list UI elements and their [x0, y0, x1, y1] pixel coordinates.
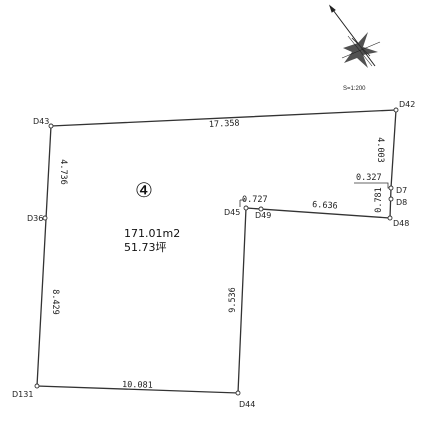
dimension-notch: 0.327 [356, 173, 382, 183]
dimension-left-lower: 8.429 [50, 289, 60, 315]
dimension-inner-vertical: 9.536 [228, 287, 238, 313]
point-label-d131: D131 [12, 390, 33, 399]
point-label-d36: D36 [27, 214, 43, 223]
lot-area-tsubo: 51.73坪 [124, 241, 167, 254]
scale-label: S=1:200 [343, 86, 366, 92]
point-marker-d49 [258, 206, 264, 212]
point-marker-d48 [387, 215, 393, 221]
point-label-d45: D45 [224, 208, 240, 217]
dimension-right-lower: 0.781 [374, 187, 384, 213]
point-marker-d131 [34, 383, 40, 389]
lot-area-m2: 171.01m2 [124, 227, 180, 240]
point-marker-d42 [393, 107, 399, 113]
dimension-bottom: 10.081 [122, 380, 153, 391]
dimension-inner-top: 6.636 [312, 200, 338, 212]
notch-detail [354, 182, 391, 189]
lot-number: ④ [135, 178, 153, 202]
point-label-d48: D48 [393, 219, 409, 228]
point-label-d7: D7 [396, 186, 407, 195]
lot-boundary [36, 109, 397, 394]
dimension-left-upper: 4.736 [58, 159, 68, 185]
point-marker-d7 [388, 185, 394, 191]
point-marker-d8 [388, 196, 394, 202]
point-label-d49: D49 [255, 211, 271, 220]
dimension-top: 17.358 [209, 119, 240, 130]
compass-rose-icon [328, 4, 381, 68]
point-label-d44: D44 [239, 400, 255, 409]
point-label-d8: D8 [396, 198, 407, 207]
point-label-d43: D43 [33, 117, 49, 126]
point-label-d42: D42 [399, 100, 415, 109]
point-marker-d44 [235, 390, 241, 396]
dimension-inner-corner: 0.727 [242, 195, 268, 205]
dimension-right-upper: 4.003 [375, 137, 385, 163]
point-marker-d36 [42, 215, 48, 221]
point-markers [34, 107, 399, 396]
point-marker-d45 [243, 205, 249, 211]
point-marker-d43 [48, 123, 54, 129]
